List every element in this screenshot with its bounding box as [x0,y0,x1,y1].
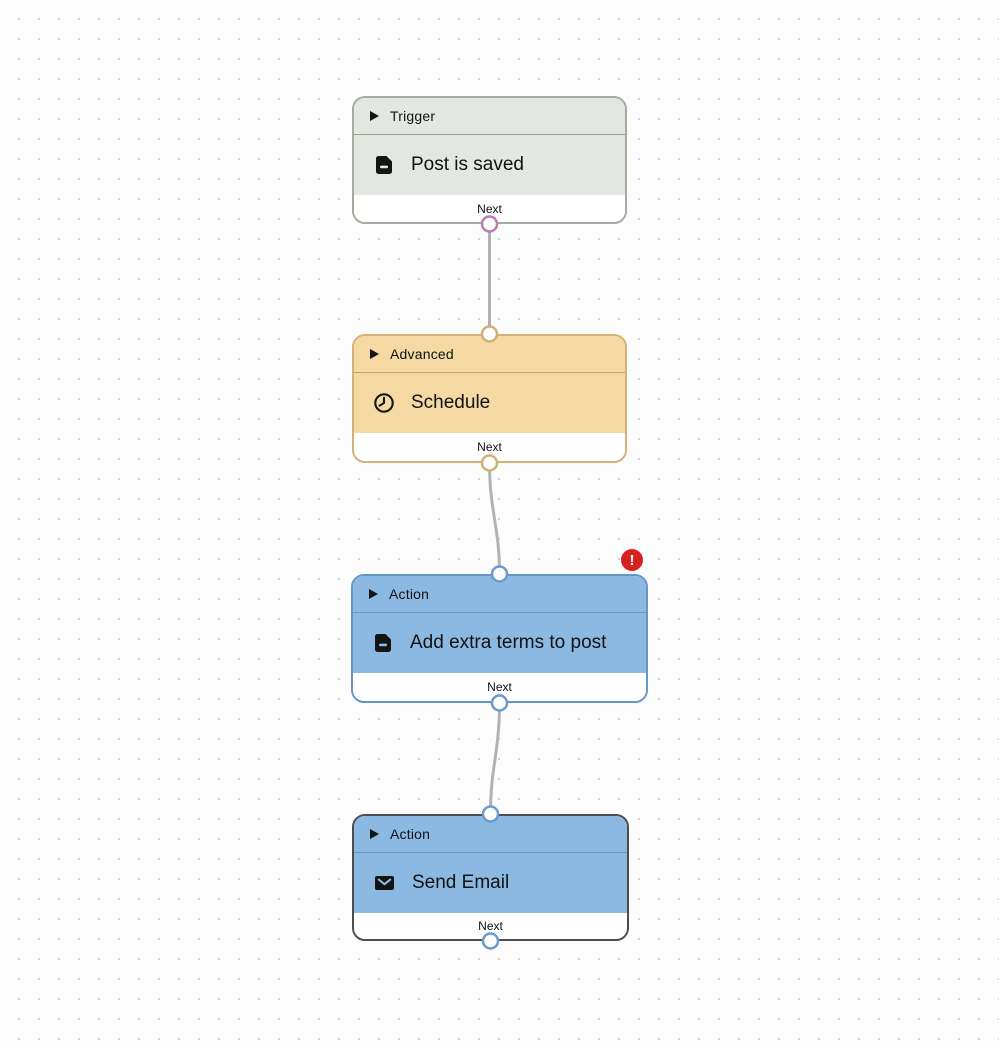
node-header[interactable]: Advanced [354,336,625,373]
next-port-label: Next [478,919,503,933]
next-port-label: Next [477,201,502,216]
workflow-node-action-add-terms[interactable]: Action Add extra terms to post Next [351,574,648,703]
node-header[interactable]: Trigger [354,98,625,135]
node-type-label: Action [389,586,430,602]
next-port-label: Next [487,680,512,694]
next-port-label: Next [477,440,502,454]
node-header[interactable]: Action [353,576,646,613]
workflow-node-advanced[interactable]: Advanced Schedule Next [352,334,627,463]
node-title: Send Email [412,872,510,893]
clock-icon [372,391,396,415]
node-footer: Next [354,433,625,461]
document-icon [372,153,396,177]
node-title: Add extra terms to post [410,632,607,653]
expand-triangle-icon[interactable] [370,829,379,839]
node-type-label: Trigger [390,108,436,124]
expand-triangle-icon[interactable] [369,589,378,599]
error-badge-glyph: ! [629,551,635,569]
workflow-node-action-send-email[interactable]: Action Send Email Next [352,814,629,941]
document-icon [371,631,395,655]
node-type-label: Advanced [390,346,454,362]
node-body[interactable]: Add extra terms to post [353,613,646,673]
node-title: Schedule [411,392,491,413]
node-header[interactable]: Action [354,816,627,853]
node-footer: Next [354,195,625,222]
workflow-node-trigger[interactable]: Trigger Post is saved Next [352,96,627,224]
node-footer: Next [354,913,627,939]
node-body[interactable]: Send Email [354,853,627,913]
node-title: Post is saved [411,154,524,175]
expand-triangle-icon[interactable] [370,349,379,359]
error-badge[interactable]: ! [621,549,643,571]
expand-triangle-icon[interactable] [370,111,379,121]
node-type-label: Action [390,826,431,842]
node-body[interactable]: Schedule [354,373,625,433]
node-footer: Next [353,673,646,701]
email-icon [372,871,397,895]
node-body[interactable]: Post is saved [354,135,625,195]
